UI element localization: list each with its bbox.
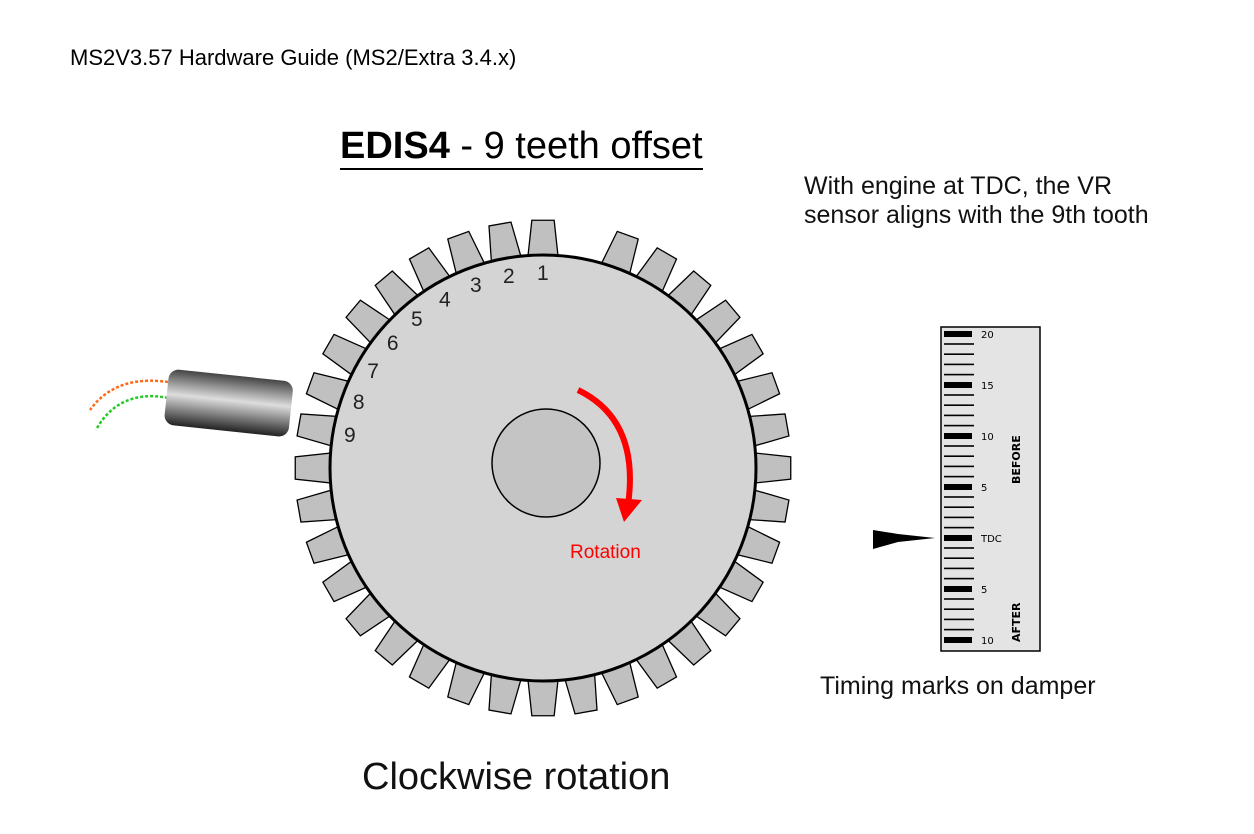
- minor-tick: [944, 404, 974, 406]
- figure-title-rest: - 9 teeth offset: [449, 125, 703, 167]
- minor-tick: [944, 445, 974, 447]
- major-tick: [944, 637, 972, 643]
- minor-tick: [944, 506, 974, 508]
- minor-tick: [944, 343, 974, 345]
- minor-tick: [944, 465, 974, 468]
- scale-label: TDC: [980, 534, 1002, 545]
- major-tick: [944, 331, 972, 337]
- minor-tick: [944, 557, 974, 559]
- tooth-label: 7: [367, 360, 379, 383]
- wheel-tooth: [752, 452, 792, 484]
- major-tick: [944, 484, 972, 490]
- minor-tick: [944, 475, 974, 478]
- vr-sensor: [88, 369, 293, 437]
- sensor-body: [164, 369, 293, 437]
- minor-tick: [944, 598, 974, 600]
- minor-tick: [944, 455, 974, 457]
- minor-tick: [944, 628, 974, 631]
- sensor-wire-orange: [88, 379, 169, 411]
- minor-tick: [944, 373, 974, 376]
- rotation-label: Rotation: [570, 542, 641, 563]
- wheel-hub: [491, 408, 601, 518]
- wheel-tooth: [527, 219, 559, 259]
- minor-tick: [944, 577, 974, 580]
- minor-tick: [944, 516, 974, 519]
- minor-tick: [944, 424, 974, 427]
- minor-tick: [944, 363, 974, 366]
- note-line-1: With engine at TDC, the VR: [804, 172, 1113, 200]
- major-tick: [944, 433, 972, 439]
- minor-tick: [944, 526, 974, 529]
- tooth-label: 5: [411, 308, 423, 331]
- note-line-2: sensor aligns with the 9th tooth: [804, 201, 1149, 229]
- tooth-label: 3: [470, 274, 482, 297]
- figure-title-bold: EDIS4: [340, 125, 450, 167]
- damper-caption: Timing marks on damper: [820, 672, 1096, 700]
- scale-label: 15: [981, 381, 994, 392]
- minor-tick: [944, 353, 974, 355]
- minor-tick: [944, 608, 974, 610]
- timing-pointer-icon: [873, 530, 935, 549]
- major-tick: [944, 535, 972, 541]
- tooth-label: 8: [353, 391, 365, 414]
- scale-label: 20: [981, 330, 994, 341]
- minor-tick: [944, 567, 974, 570]
- figure-title: EDIS4 - 9 teeth offset: [340, 124, 703, 170]
- rotation-arrow: [576, 387, 633, 506]
- minor-tick: [944, 618, 974, 621]
- tooth-label: 2: [503, 265, 515, 288]
- minor-tick: [944, 496, 974, 498]
- scale-label: 5: [981, 483, 987, 494]
- wheel-tooth: [294, 452, 334, 484]
- tooth-label: 6: [387, 332, 399, 355]
- before-label: BEFORE: [1010, 435, 1023, 484]
- document-title: MS2V3.57 Hardware Guide (MS2/Extra 3.4.x…: [70, 45, 517, 70]
- after-label: AFTER: [1010, 602, 1023, 642]
- scale-label: 10: [981, 432, 994, 443]
- major-tick: [944, 382, 972, 388]
- rotation-arrowhead-icon: [616, 498, 642, 522]
- major-tick: [944, 586, 972, 592]
- wheel-tooth: [527, 677, 559, 717]
- minor-tick: [944, 547, 974, 549]
- minor-tick: [944, 414, 974, 417]
- sensor-wire-green: [94, 394, 169, 431]
- rotation-caption: Clockwise rotation: [362, 756, 671, 798]
- scale-label: 5: [981, 585, 987, 596]
- tooth-label: 4: [439, 288, 451, 311]
- tooth-label: 9: [344, 424, 356, 447]
- minor-tick: [944, 394, 974, 396]
- tooth-label: 1: [537, 262, 549, 285]
- scale-label: 10: [981, 636, 994, 647]
